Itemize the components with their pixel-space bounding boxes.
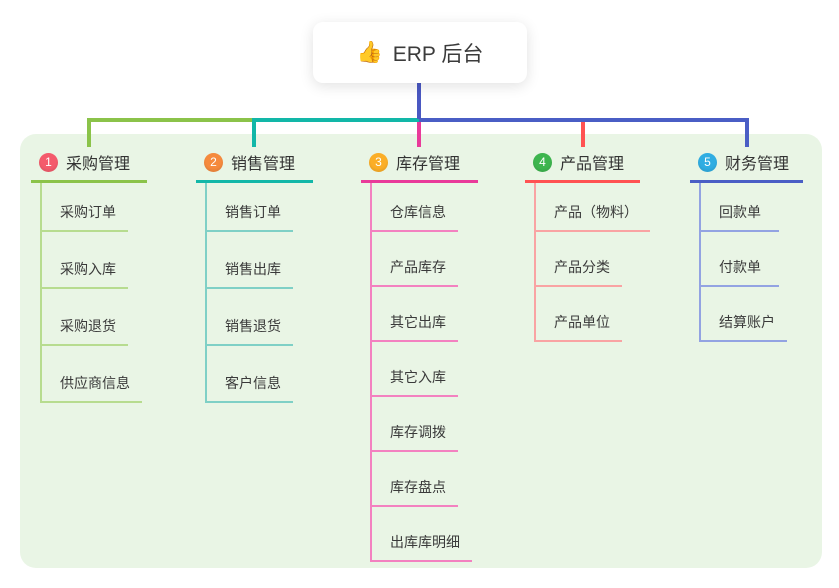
child-label: 销售订单 (225, 204, 281, 220)
child-node[interactable]: 采购入库 (42, 232, 128, 289)
branch-inventory: 3 库存管理 仓库信息 产品库存 其它出库 其它入库 库存调拨 库存盘点 出库库… (361, 146, 478, 562)
child-node[interactable]: 其它出库 (372, 287, 458, 342)
child-label: 供应商信息 (60, 375, 130, 391)
child-node[interactable]: 其它入库 (372, 342, 458, 397)
branch-header-product[interactable]: 4 产品管理 (525, 146, 640, 183)
branch-header-sales[interactable]: 2 销售管理 (196, 146, 313, 183)
child-label: 销售出库 (225, 261, 281, 277)
branch-header-inventory[interactable]: 3 库存管理 (361, 146, 478, 183)
child-node[interactable]: 付款单 (701, 232, 779, 287)
child-node[interactable]: 供应商信息 (42, 346, 142, 403)
child-node[interactable]: 出库库明细 (372, 507, 472, 562)
child-node[interactable]: 库存盘点 (372, 452, 458, 507)
child-label: 产品（物料） (554, 204, 638, 220)
branch-label: 采购管理 (66, 156, 131, 173)
child-node[interactable]: 销售订单 (207, 183, 293, 232)
branch-label: 财务管理 (725, 156, 790, 173)
child-label: 出库库明细 (390, 534, 460, 550)
branch-label: 库存管理 (396, 156, 461, 173)
branch-children: 采购订单 采购入库 采购退货 供应商信息 (40, 183, 147, 403)
child-label: 产品分类 (554, 259, 610, 275)
thumbs-up-icon: 👍 (356, 40, 383, 64)
connector-drop-sales (252, 118, 256, 147)
child-label: 回款单 (719, 204, 761, 220)
child-node[interactable]: 产品分类 (536, 232, 622, 287)
child-label: 库存盘点 (390, 479, 446, 495)
child-label: 仓库信息 (390, 204, 446, 220)
branch-purchase: 1 采购管理 采购订单 采购入库 采购退货 供应商信息 (31, 146, 147, 403)
branch-label: 产品管理 (560, 156, 625, 173)
child-node[interactable]: 采购退货 (42, 289, 128, 346)
child-node[interactable]: 产品库存 (372, 232, 458, 287)
branches-panel (20, 134, 822, 568)
connector-drop-purchase (87, 118, 91, 147)
branch-product: 4 产品管理 产品（物料） 产品分类 产品单位 (525, 146, 650, 342)
branch-children: 回款单 付款单 结算账户 (699, 183, 803, 342)
child-label: 付款单 (719, 259, 761, 275)
child-node[interactable]: 库存调拨 (372, 397, 458, 452)
connector-horizontal-purchase (87, 118, 254, 122)
branch-number-badge: 4 (533, 152, 552, 172)
child-node[interactable]: 销售退货 (207, 289, 293, 346)
connector-root-line (417, 83, 421, 119)
connector-drop-inventory (417, 120, 421, 147)
child-label: 产品单位 (554, 314, 610, 330)
branch-children: 仓库信息 产品库存 其它出库 其它入库 库存调拨 库存盘点 出库库明细 (370, 183, 478, 562)
connector-drop-product (581, 120, 585, 147)
branch-number-badge: 5 (698, 152, 717, 172)
child-label: 结算账户 (719, 314, 775, 330)
child-label: 其它入库 (390, 369, 446, 385)
child-node[interactable]: 产品单位 (536, 287, 622, 342)
child-node[interactable]: 产品（物料） (536, 183, 650, 232)
root-node[interactable]: 👍 ERP 后台 (313, 22, 527, 83)
child-label: 客户信息 (225, 375, 281, 391)
child-node[interactable]: 回款单 (701, 183, 779, 232)
child-label: 采购退货 (60, 318, 116, 334)
connector-drop-finance (745, 118, 749, 147)
branch-number-badge: 2 (204, 152, 223, 172)
branch-sales: 2 销售管理 销售订单 销售出库 销售退货 客户信息 (196, 146, 313, 403)
branch-label: 销售管理 (231, 156, 296, 173)
child-label: 销售退货 (225, 318, 281, 334)
root-title: ERP 后台 (392, 42, 484, 66)
child-node[interactable]: 仓库信息 (372, 183, 458, 232)
child-label: 库存调拨 (390, 424, 446, 440)
branch-header-purchase[interactable]: 1 采购管理 (31, 146, 147, 183)
branch-number-badge: 3 (369, 152, 388, 172)
branch-number-badge: 1 (39, 152, 58, 172)
child-node[interactable]: 采购订单 (42, 183, 128, 232)
child-label: 采购订单 (60, 204, 116, 220)
branch-header-finance[interactable]: 5 财务管理 (690, 146, 803, 183)
child-label: 采购入库 (60, 261, 116, 277)
branch-finance: 5 财务管理 回款单 付款单 结算账户 (690, 146, 803, 342)
child-label: 其它出库 (390, 314, 446, 330)
child-node[interactable]: 销售出库 (207, 232, 293, 289)
child-node[interactable]: 客户信息 (207, 346, 293, 403)
connector-horizontal-finance (419, 118, 749, 122)
branch-children: 销售订单 销售出库 销售退货 客户信息 (205, 183, 313, 403)
connector-horizontal-sales (254, 118, 419, 122)
child-node[interactable]: 结算账户 (701, 287, 787, 342)
branch-children: 产品（物料） 产品分类 产品单位 (534, 183, 650, 342)
child-label: 产品库存 (390, 259, 446, 275)
